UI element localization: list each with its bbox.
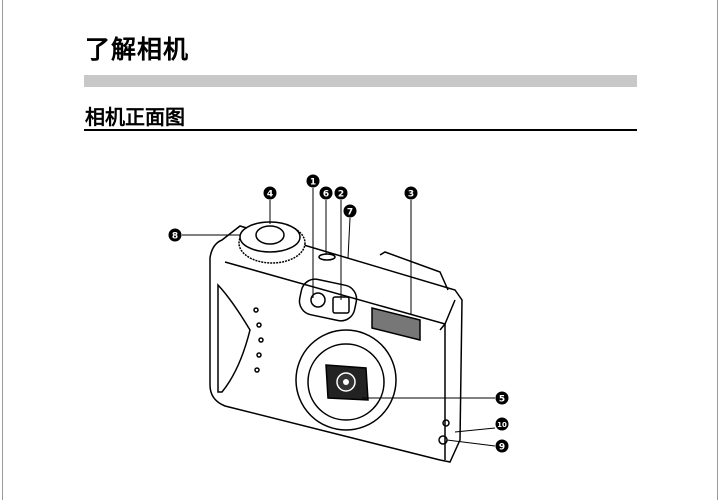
callout-9: 9 bbox=[495, 439, 509, 453]
camera-body bbox=[209, 221, 463, 463]
svg-text:10: 10 bbox=[497, 421, 507, 429]
section-rule bbox=[84, 129, 637, 131]
svg-text:5: 5 bbox=[499, 395, 505, 405]
callout-7: 7 bbox=[343, 204, 357, 218]
callout-6: 6 bbox=[319, 186, 333, 200]
callout-lines bbox=[182, 188, 496, 447]
callout-4: 4 bbox=[263, 186, 277, 200]
svg-text:7: 7 bbox=[347, 208, 353, 218]
callout-8: 8 bbox=[168, 228, 182, 242]
page-title: 了解相机 bbox=[85, 35, 190, 64]
section-heading: 相机正面图 bbox=[85, 105, 185, 129]
svg-text:3: 3 bbox=[408, 190, 414, 200]
callout-3: 3 bbox=[404, 186, 418, 200]
svg-text:4: 4 bbox=[267, 190, 273, 200]
callout-5: 5 bbox=[495, 391, 509, 405]
callout-1: 1 bbox=[306, 174, 320, 188]
svg-text:8: 8 bbox=[172, 232, 178, 242]
svg-text:1: 1 bbox=[310, 178, 316, 188]
page-border-right bbox=[717, 0, 718, 500]
page-border-left bbox=[2, 0, 3, 500]
svg-text:9: 9 bbox=[499, 443, 505, 453]
callout-2: 2 bbox=[334, 186, 348, 200]
svg-text:2: 2 bbox=[338, 190, 344, 200]
title-divider-bar bbox=[84, 75, 637, 87]
svg-text:6: 6 bbox=[323, 190, 329, 200]
callout-10: 10 bbox=[495, 417, 509, 431]
